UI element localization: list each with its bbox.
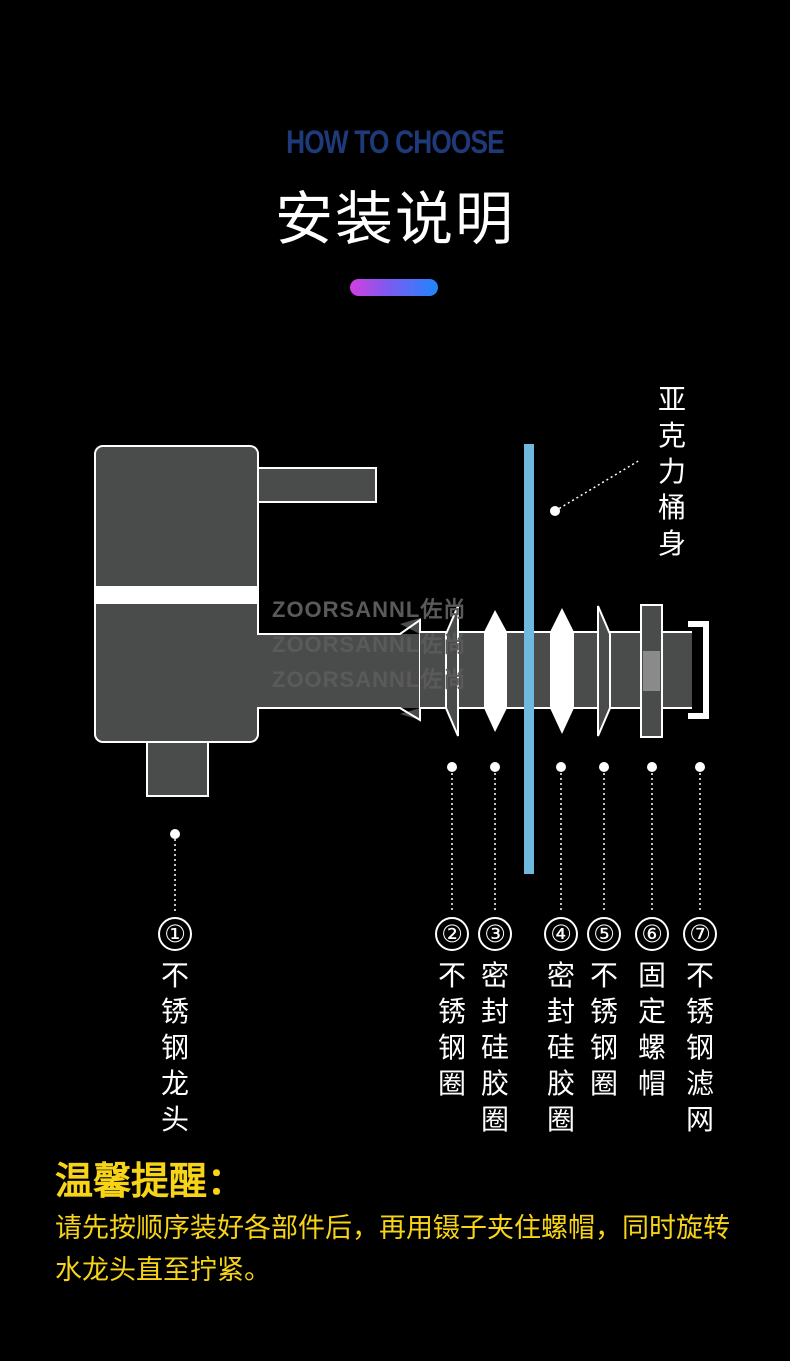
acrylic-tube-label: 亚克力桶身 bbox=[657, 383, 686, 560]
part-label-1: 不锈钢龙头 bbox=[160, 959, 189, 1136]
part-label-4: 密封硅胶圈 bbox=[546, 959, 575, 1136]
part-6-shape bbox=[640, 604, 663, 738]
part-label-6: 固定螺帽 bbox=[637, 959, 666, 1100]
part-4-shape bbox=[550, 608, 574, 734]
part-7-shape bbox=[688, 621, 709, 719]
page-title: 安装说明 bbox=[274, 185, 515, 253]
part-3-shape bbox=[484, 610, 507, 732]
title-accent-bar bbox=[350, 279, 438, 296]
watermark-logo: ZOORSANNL佐尚 bbox=[272, 632, 467, 657]
part-number-7: ⑦ bbox=[683, 917, 717, 951]
part-number-4: ④ bbox=[544, 917, 578, 951]
part-number-6: ⑥ bbox=[635, 917, 669, 951]
part-2-shape bbox=[445, 605, 459, 737]
part-label-5: 不锈钢圈 bbox=[589, 959, 618, 1100]
part-label-7: 不锈钢滤网 bbox=[685, 959, 714, 1136]
watermark-logo: ZOORSANNL佐尚 bbox=[272, 667, 467, 692]
acrylic-tube-wall bbox=[524, 444, 534, 874]
part-label-3: 密封硅胶圈 bbox=[480, 959, 509, 1136]
part-5-shape bbox=[597, 605, 611, 737]
part-number-2: ② bbox=[435, 917, 469, 951]
tip-title: 温馨提醒： bbox=[55, 1159, 246, 1203]
watermark-logo: ZOORSANNL佐尚 bbox=[272, 597, 467, 622]
part-number-1: ① bbox=[158, 917, 192, 951]
part-number-3: ③ bbox=[478, 917, 512, 951]
part-label-2: 不锈钢圈 bbox=[437, 959, 466, 1100]
eyebrow-heading: HOW TO CHOOSE bbox=[286, 124, 505, 160]
tip-body: 请先按顺序装好各部件后，再用镊子夹住螺帽，同时旋转水龙头直至拧紧。 bbox=[55, 1213, 730, 1286]
part-number-5: ⑤ bbox=[587, 917, 621, 951]
